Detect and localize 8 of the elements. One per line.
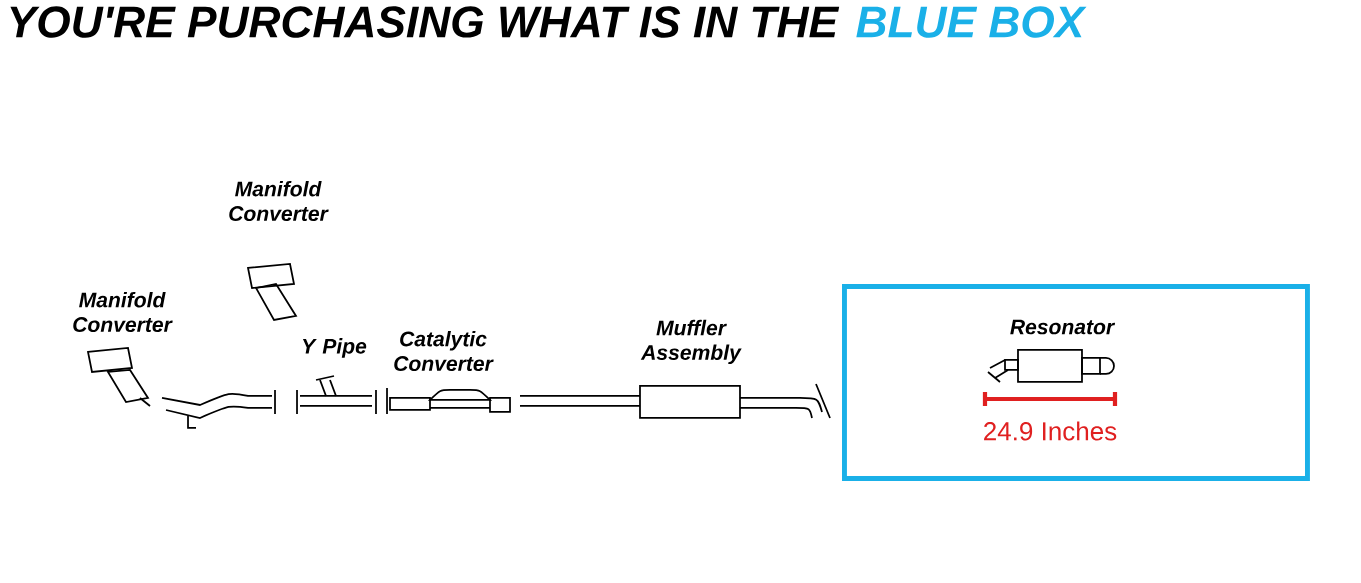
title: BLUE BOX — [856, 6, 1087, 38]
part-label: Manifold Converter — [73, 291, 173, 333]
part-label: Manifold Converter — [229, 180, 329, 222]
part-label: Y Pipe — [302, 338, 367, 358]
part-label: Muffler Assembly — [640, 319, 742, 365]
dimension-label: 24.9 Inches — [984, 421, 1117, 441]
part-label: Catalytic Converter — [394, 330, 494, 372]
title: YOU'RE PURCHASING WHAT IS IN THE — [10, 6, 840, 38]
